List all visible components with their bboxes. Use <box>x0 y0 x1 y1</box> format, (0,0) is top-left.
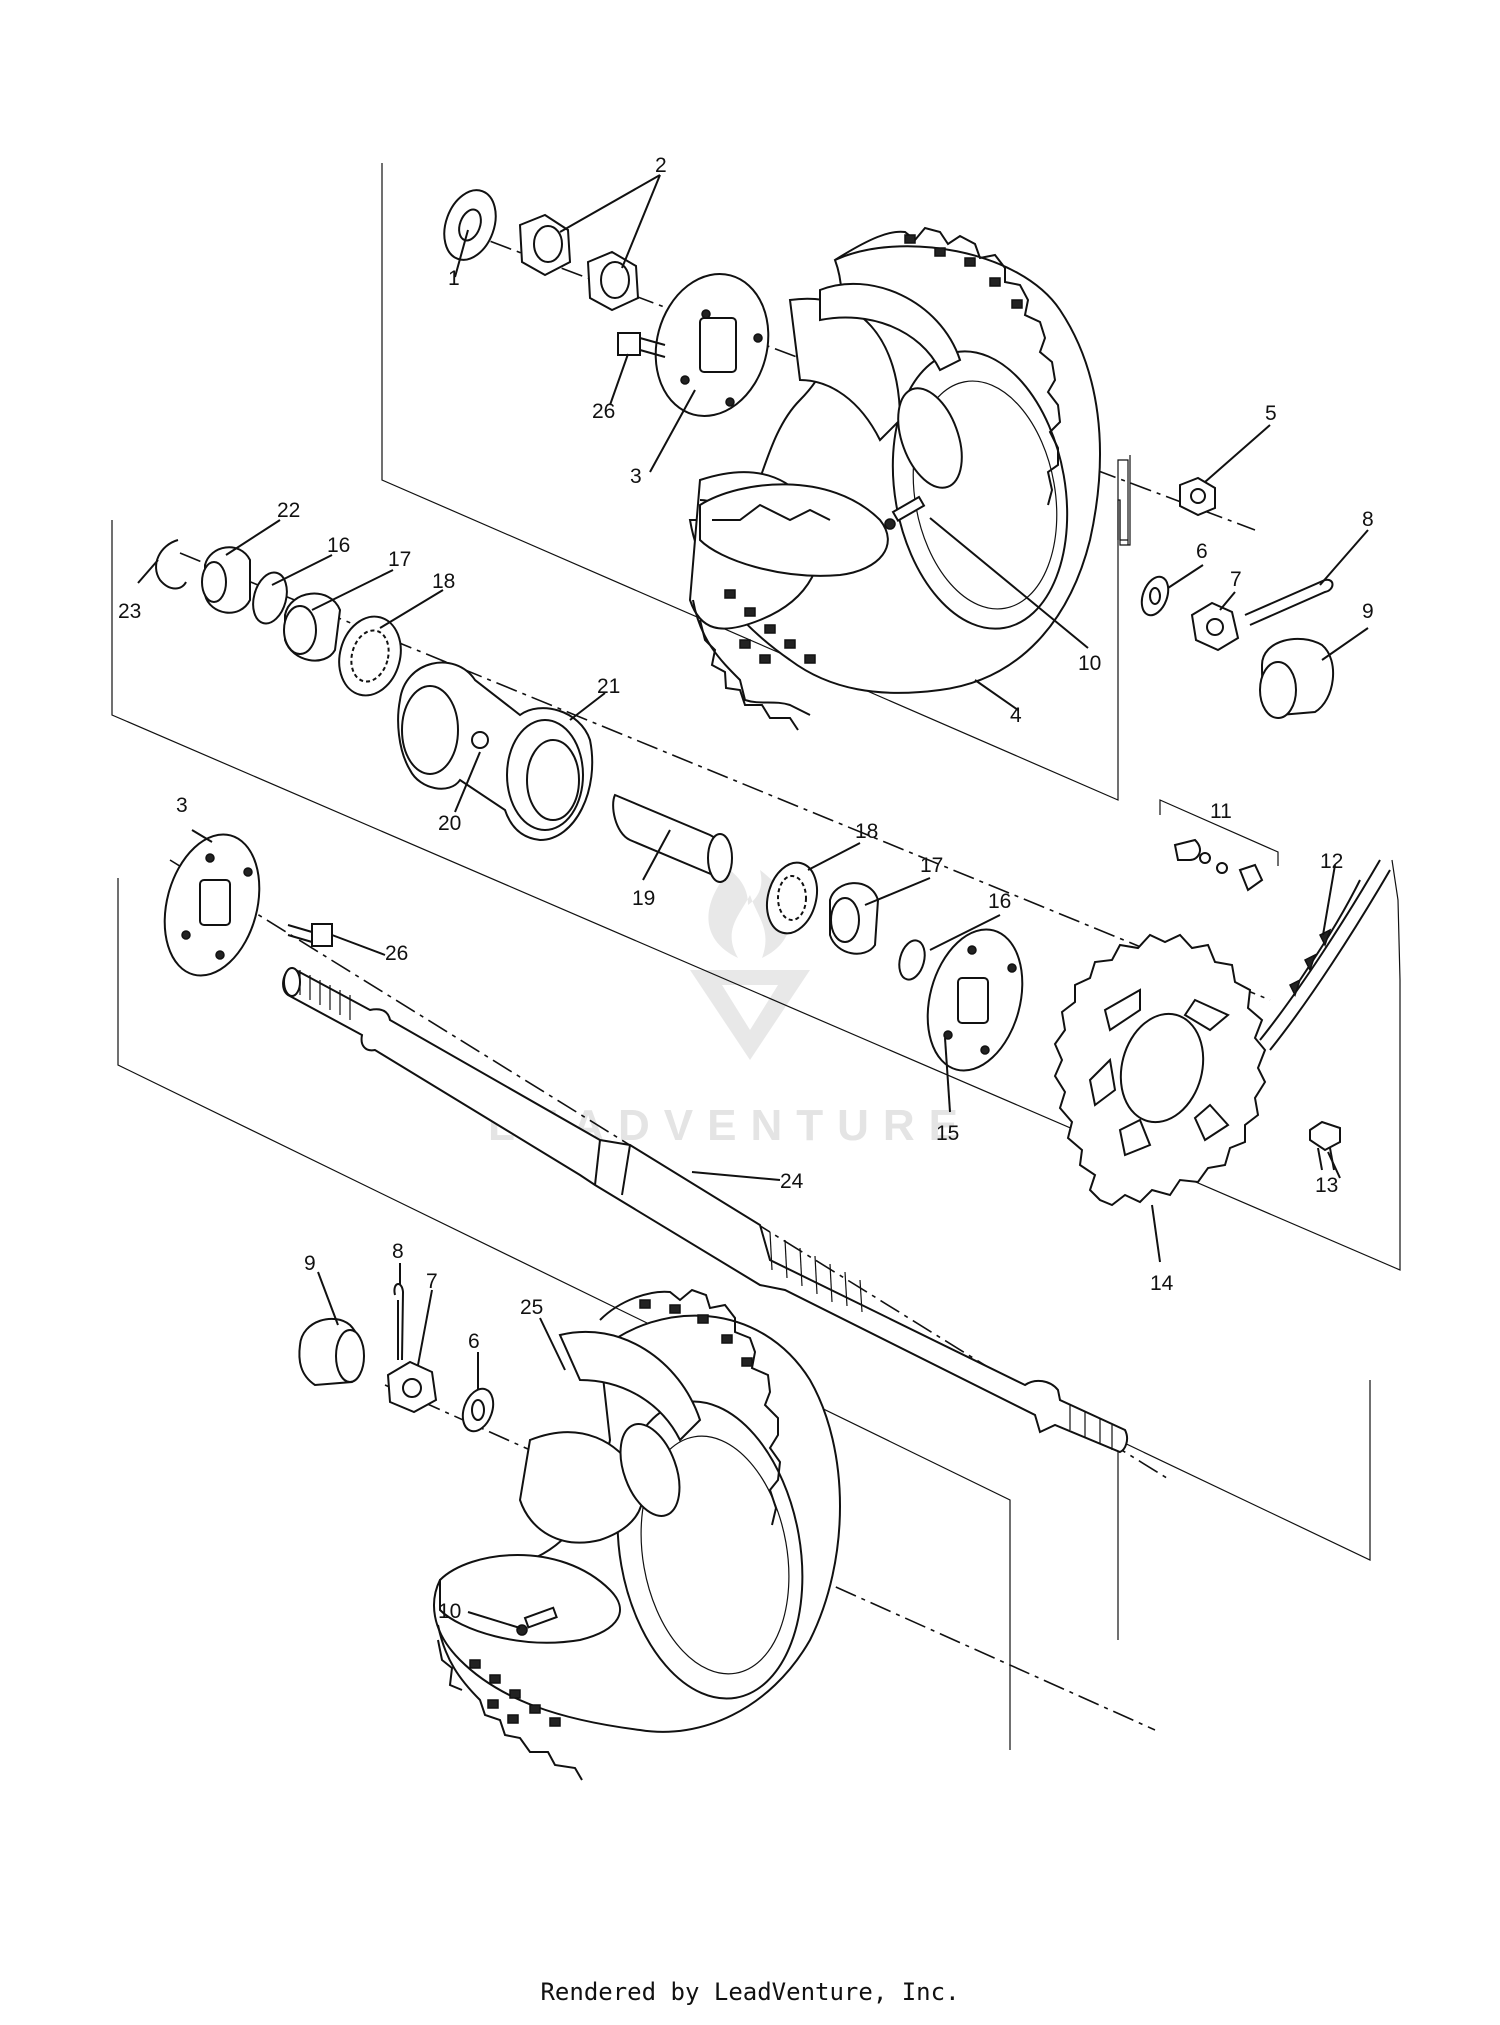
watermark: LEADVENTURE <box>488 870 958 1150</box>
hex-nuts-part-2 <box>518 213 640 312</box>
drive-chain-part-12 <box>1259 859 1391 1051</box>
callout-18-lower: 18 <box>855 820 878 843</box>
callout-12: 12 <box>1320 850 1343 873</box>
callout-9-upper: 9 <box>1362 600 1374 623</box>
callout-2: 2 <box>655 154 667 177</box>
bolt-part-13 <box>1309 1120 1341 1171</box>
callout-18-upper: 18 <box>432 570 455 593</box>
v-logo-shape <box>690 970 810 1060</box>
circlip-part-23 <box>155 539 187 590</box>
callout-17-lower: 17 <box>920 854 943 877</box>
callout-8-upper: 8 <box>1362 508 1374 531</box>
bolt-part-26-upper <box>617 332 666 358</box>
callout-9-lower: 9 <box>304 1252 316 1275</box>
callout-22: 22 <box>277 499 300 522</box>
callout-labels: 1 2 3 26 5 22 16 17 18 23 10 6 7 8 9 4 2… <box>118 154 1374 1623</box>
callout-19: 19 <box>632 887 655 910</box>
o-ring-part-16-upper <box>252 571 288 625</box>
callout-7-upper: 7 <box>1230 568 1242 591</box>
callout-21: 21 <box>597 675 620 698</box>
bearing-housing-part-21 <box>397 661 594 842</box>
callout-14: 14 <box>1150 1272 1174 1295</box>
bearing-part-18-upper <box>338 615 402 697</box>
callout-10-lower: 10 <box>438 1600 461 1623</box>
footer-credit: Rendered by LeadVenture, Inc. <box>540 1978 960 2006</box>
callout-6-lower: 6 <box>468 1330 480 1353</box>
seal-part-17-upper <box>283 592 342 662</box>
sprocket-part-14 <box>1053 933 1267 1207</box>
washer-part-1 <box>443 189 497 261</box>
cotter-pin-part-8-upper <box>1244 578 1334 626</box>
wheel-tire-part-25 <box>433 1288 841 1781</box>
callout-16-lower: 16 <box>988 890 1011 913</box>
washer-part-6-upper <box>1140 575 1170 617</box>
callout-17-upper: 17 <box>388 548 411 571</box>
cotter-pin-part-8-lower <box>393 1283 405 1361</box>
callout-16-upper: 16 <box>327 534 350 557</box>
callout-3-upper: 3 <box>630 465 642 488</box>
callout-11: 11 <box>1210 800 1232 823</box>
callout-23: 23 <box>118 600 141 623</box>
leader-lines <box>137 174 1369 1629</box>
hub-flange-part-3-upper <box>654 273 770 417</box>
seal-part-17-lower <box>829 882 880 955</box>
bearing-part-18-lower <box>766 861 818 935</box>
sprocket-hub-part-15 <box>926 928 1024 1072</box>
callout-25: 25 <box>520 1296 543 1319</box>
bolt-part-26-lower <box>287 923 333 947</box>
castle-nut-part-7-upper <box>1190 601 1240 652</box>
callout-26-lower: 26 <box>385 942 408 965</box>
callout-6-upper: 6 <box>1196 540 1208 563</box>
callout-13: 13 <box>1315 1174 1338 1197</box>
callout-1: 1 <box>448 267 460 290</box>
valve-stem-part-10-upper <box>884 495 926 530</box>
o-ring-part-16-lower <box>898 939 926 981</box>
callout-7-lower: 7 <box>426 1270 438 1293</box>
callout-15: 15 <box>936 1122 959 1145</box>
callout-3-lower: 3 <box>176 794 188 817</box>
lower-assembly-frame <box>117 878 1371 1750</box>
callout-4: 4 <box>1010 704 1022 727</box>
collar-part-22 <box>201 546 251 614</box>
master-link-part-11 <box>1159 799 1279 892</box>
callout-26-upper: 26 <box>592 400 615 423</box>
nut-part-5 <box>1179 476 1216 517</box>
wheel-tire-part-4 <box>688 226 1101 731</box>
spacer-tube-part-19 <box>612 793 733 883</box>
washer-part-6-lower <box>461 1387 495 1433</box>
middle-assembly-frame <box>111 520 1401 1271</box>
callout-8-lower: 8 <box>392 1240 404 1263</box>
callout-5: 5 <box>1265 402 1277 425</box>
callout-20: 20 <box>438 812 461 835</box>
upper-assembly-frame <box>381 163 1131 801</box>
callout-10-upper: 10 <box>1078 652 1101 675</box>
callout-24: 24 <box>780 1170 804 1193</box>
axle-shaft-part-24 <box>282 966 1129 1454</box>
hub-flange-part-3-lower <box>163 833 261 977</box>
castle-nut-part-7-lower <box>386 1360 438 1414</box>
hub-cap-part-9-upper <box>1259 637 1335 719</box>
hub-cap-part-9-lower <box>298 1317 365 1387</box>
